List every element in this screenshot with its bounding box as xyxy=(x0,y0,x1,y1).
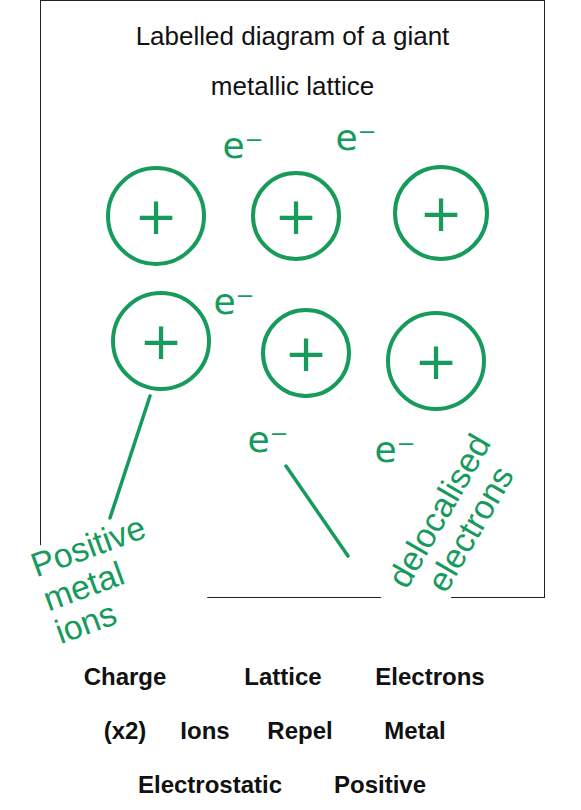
charge-sign: + xyxy=(139,315,183,367)
charge-sign: + xyxy=(134,190,178,242)
diagram-heading: Labelled diagram of a giant metallic lat… xyxy=(93,1,493,111)
word-bank-word: Metal xyxy=(384,718,445,744)
word-bank-word: (x2) xyxy=(104,718,147,744)
charge-sign: + xyxy=(274,190,318,242)
callout-label: Positive metal ions xyxy=(22,498,207,653)
leader-line xyxy=(110,396,150,518)
word-bank-word: Ions xyxy=(180,718,229,744)
metal-ion: + xyxy=(393,165,489,261)
word-bank-word: Electrons xyxy=(375,664,484,690)
metal-ion: + xyxy=(106,166,206,266)
metal-ion: + xyxy=(261,308,351,398)
word-bank-word: Positive xyxy=(334,772,426,798)
electron: e⁻ xyxy=(247,420,288,460)
electron: e⁻ xyxy=(335,118,376,158)
metal-ion: + xyxy=(386,311,486,411)
word-bank-word: Charge xyxy=(84,664,167,690)
word-bank-word: Electrostatic xyxy=(138,772,282,798)
electron: e⁻ xyxy=(374,430,415,470)
word-bank-word: Repel xyxy=(267,718,332,744)
charge-sign: + xyxy=(414,335,458,387)
charge-sign: + xyxy=(284,327,328,379)
word-bank-word: Lattice xyxy=(244,664,321,690)
metal-ion: + xyxy=(111,291,211,391)
leader-line xyxy=(286,466,348,556)
charge-sign: + xyxy=(419,187,463,239)
electron: e⁻ xyxy=(222,126,263,166)
callout-label: delocalised electrons xyxy=(372,412,538,628)
electron: e⁻ xyxy=(213,282,254,322)
diagram-frame: + + + + + + Labelled diagram of a giant metall… xyxy=(40,0,545,598)
metal-ion: + xyxy=(251,171,341,261)
